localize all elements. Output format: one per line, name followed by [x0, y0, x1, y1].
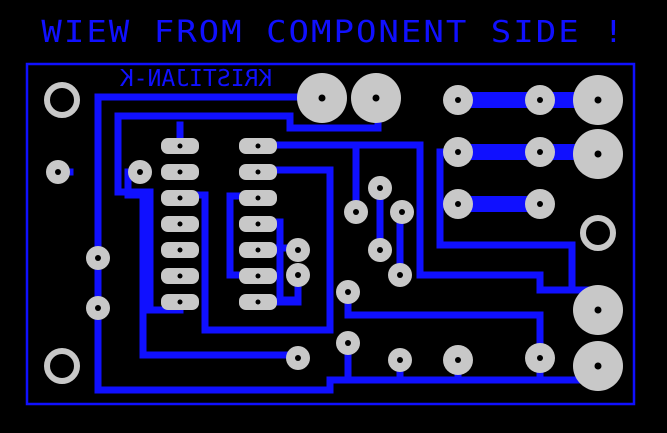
mirrored-author-label: KRISTIJAN-K	[119, 66, 273, 92]
copper-traces	[54, 93, 604, 394]
mounting-holes	[44, 82, 616, 384]
ic-pads	[161, 138, 277, 310]
ic-pad-holes	[177, 143, 261, 305]
board-outline	[25, 62, 636, 406]
board-title: WIEW FROM COMPONENT SIDE !	[41, 14, 626, 50]
drill-holes	[55, 94, 602, 370]
